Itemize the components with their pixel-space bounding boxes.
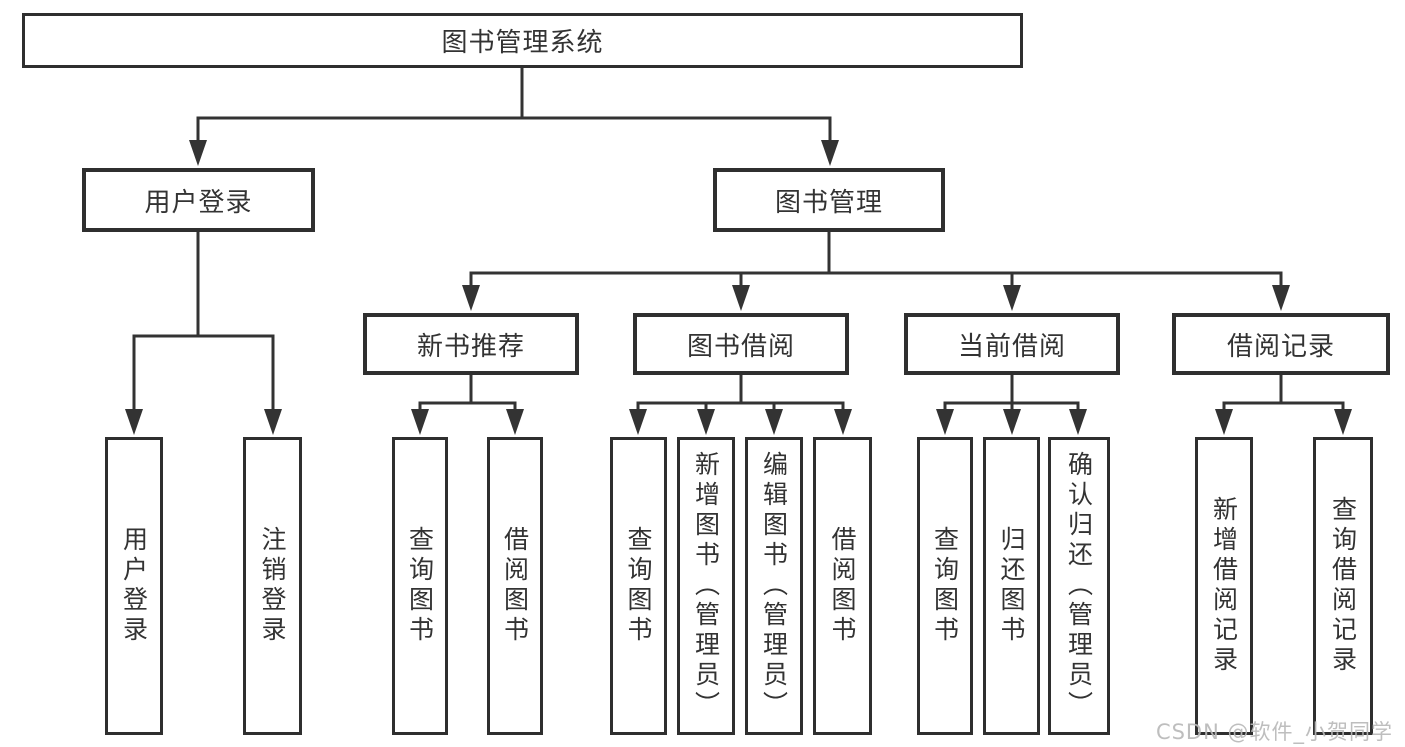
node-current-borrow: 当前借阅	[904, 313, 1120, 375]
node-borrow-records: 借阅记录	[1172, 313, 1390, 375]
leaf-cb-query-books: 查询图书	[917, 437, 973, 735]
leaf-logout: 注销登录	[243, 437, 302, 735]
leaf-bb-edit-books-admin: 编辑图书（管理员）	[745, 437, 803, 735]
leaf-bb-query-books: 查询图书	[610, 437, 667, 735]
connector-root-to-level2	[196, 66, 832, 150]
leaf-br-add-record: 新增借阅记录	[1195, 437, 1253, 735]
leaf-user-login: 用户登录	[105, 437, 163, 735]
node-book-borrow: 图书借阅	[633, 313, 849, 375]
connector-new-book-recommend-children	[418, 373, 517, 419]
leaf-bb-borrow-books: 借阅图书	[813, 437, 872, 735]
root-node: 图书管理系统	[22, 13, 1023, 68]
node-new-book-recommend: 新书推荐	[363, 313, 579, 375]
leaf-cb-return-books: 归还图书	[983, 437, 1040, 735]
csdn-watermark: CSDN @软件_小贺同学	[1155, 720, 1393, 744]
leaf-bb-add-books-admin: 新增图书（管理员）	[677, 437, 735, 735]
leaf-nbr-borrow-books: 借阅图书	[487, 437, 543, 735]
arrowheads	[125, 140, 1352, 435]
connector-user-login-children	[132, 230, 275, 419]
leaf-cb-confirm-return-admin: 确认归还（管理员）	[1048, 437, 1110, 735]
leaf-nbr-query-books: 查询图书	[392, 437, 448, 735]
node-user-login: 用户登录	[82, 168, 315, 232]
leaf-br-query-record: 查询借阅记录	[1313, 437, 1373, 735]
connector-book-borrow-children	[636, 373, 845, 419]
connector-book-mgmt-to-level3	[469, 230, 1283, 295]
connector-borrow-records-children	[1222, 373, 1345, 419]
node-book-management: 图书管理	[713, 168, 945, 232]
